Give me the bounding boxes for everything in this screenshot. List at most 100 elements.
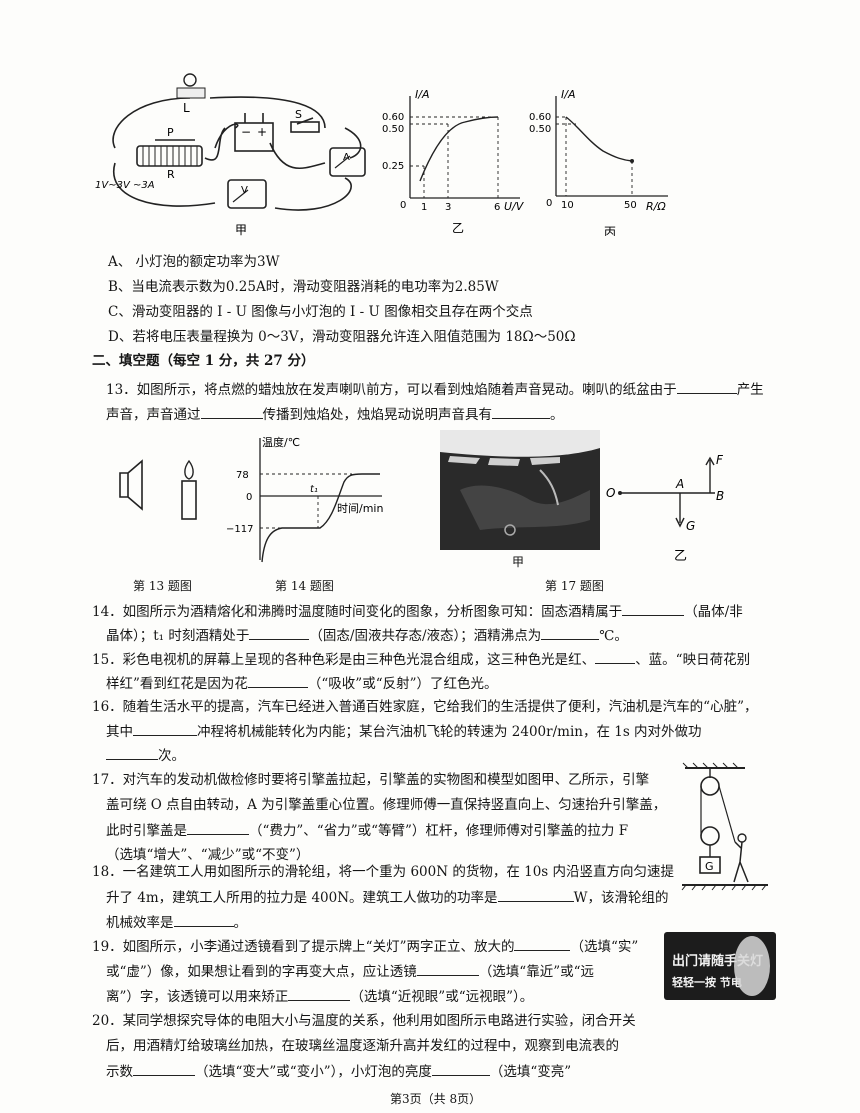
blank[interactable] — [288, 986, 351, 1001]
blank[interactable] — [431, 1061, 490, 1076]
svg-text:−: − — [241, 125, 251, 139]
g14-ylabel: 温度/℃ — [262, 435, 300, 449]
blank[interactable] — [247, 673, 308, 688]
blank[interactable] — [133, 721, 197, 736]
blank[interactable] — [173, 912, 234, 927]
option-b: B、当电流表示数为0.25A时，滑动变阻器消耗的电功率为2.85W — [108, 279, 499, 295]
q16-line3: 次。 — [106, 745, 185, 766]
graph-14: 温度/℃ 时间/min 78 0 −117 t₁ — [226, 435, 383, 563]
blank[interactable] — [106, 745, 158, 760]
blank[interactable] — [622, 601, 685, 616]
lever-A: A — [675, 477, 684, 491]
q20-line3: 示数（选填“变大”或“变小”），小灯泡的亮度（选填“变亮” — [106, 1061, 571, 1082]
g14-ytick: 0 — [246, 492, 252, 503]
yi-xtick: 1 — [421, 202, 427, 213]
lever-G: G — [686, 519, 695, 533]
yi-ytick: 0.25 — [382, 161, 404, 172]
g14-t1: t₁ — [310, 484, 318, 495]
lever-B: B — [716, 489, 724, 503]
g14-xlabel: 时间/min — [337, 502, 383, 515]
q20-line2: 后，用酒精灯给玻璃丝加热，在玻璃丝温度逐渐升高并发红的过程中，观察到电流表的 — [106, 1038, 619, 1054]
q17-line2: 盖可绕 O 点自由转动，A 为引擎盖重心位置。修理师傅一直保持竖直向上、匀速抬升… — [106, 797, 667, 813]
graph-yi: I/A U/V 0.60 0.50 0.25 0 1 3 6 乙 — [382, 88, 525, 235]
bing-ytick: 0.50 — [529, 124, 551, 135]
svg-text:V: V — [241, 185, 248, 196]
q15-line2: 样红”看到红花是因为花（“吸收”或“反射”）了红色光。 — [106, 673, 498, 694]
option-c: C、滑动变阻器的 I - U 图像与小灯泡的 I - U 图像相交且存在两个交点 — [108, 304, 533, 320]
bing-xtick: 0 — [546, 198, 552, 209]
q14-line2: 晶体）；t₁ 时刻酒精处于（固态/固液共存态/液态）；酒精沸点为℃。 — [106, 625, 628, 646]
blank[interactable] — [595, 649, 636, 664]
caption-q13: 第 13 题图 — [133, 579, 192, 593]
lens-shape — [734, 936, 770, 996]
blank[interactable] — [200, 404, 263, 419]
speaker-candle-figure — [119, 459, 197, 520]
graph-bing: I/A R/Ω 0.60 0.50 0 10 50 丙 — [529, 88, 668, 236]
page-footer: 第3页（共 8页） — [390, 1092, 482, 1106]
sign-line2: 轻轻一按 节电 — [672, 976, 742, 989]
engine-hood-photo — [440, 430, 600, 550]
q18-line1: 18．一名建筑工人用如图所示的滑轮组，将一个重为 600N 的货物，在 10s … — [92, 864, 675, 880]
g14-ytick: −117 — [226, 524, 253, 535]
q20-line1: 20．某同学想探究导体的电阻大小与温度的关系，他利用如图所示电路进行实验，闭合开… — [92, 1013, 636, 1029]
svg-text:A: A — [343, 152, 350, 163]
caption-photo: 甲 — [512, 555, 525, 569]
q18-line3: 机械效率是。 — [106, 912, 247, 933]
lever-O: O — [606, 486, 615, 500]
blank[interactable] — [676, 379, 737, 394]
label-S: S — [295, 108, 302, 121]
circuit-figure: − + A V L P R S 1V~3V ~3A 甲 — [95, 73, 366, 237]
sign-figure: 出门请随手关灯 轻轻一按 节电 — [664, 932, 776, 1000]
bing-ytick: 0.60 — [529, 112, 551, 123]
q17-line1: 17．对汽车的发动机做检修时要将引擎盖拉起，引擎盖的实物图和模型如图甲、乙所示，… — [92, 772, 650, 788]
pulley-G: G — [705, 860, 714, 873]
q13-line1: 13．如图所示，将点燃的蜡烛放在发声喇叭前方，可以看到烛焰随着声音晃动。喇叭的纸… — [106, 379, 764, 400]
bing-ylabel: I/A — [561, 88, 575, 101]
lever-model: O A B F G 乙 — [606, 453, 724, 564]
caption-yi: 乙 — [452, 221, 464, 235]
yi-xtick: 3 — [445, 202, 451, 213]
bing-xlabel: R/Ω — [646, 200, 666, 213]
q19-line3: 离”）字，该透镜可以用来矫正（选填“近视眼”或“远视眼”）。 — [106, 986, 533, 1007]
blank[interactable] — [514, 936, 571, 951]
yi-xtick: 6 — [494, 202, 500, 213]
bing-xtick: 10 — [561, 200, 574, 211]
caption-bing: 丙 — [604, 225, 616, 236]
blank[interactable] — [492, 404, 550, 419]
yi-ylabel: I/A — [415, 88, 429, 101]
bing-xtick: 50 — [624, 200, 637, 211]
q19-line2: 或“虚”）像，如果想让看到的字再变大点，应让透镜（选填“靠近”或“远 — [106, 961, 594, 982]
handwritten-note: 1V~3V ~3A — [95, 180, 155, 191]
section-heading: 二、填空题（每空 1 分，共 27 分） — [92, 353, 315, 369]
caption-q17: 第 17 题图 — [545, 579, 604, 593]
label-L: L — [183, 101, 190, 115]
option-a: A、 小灯泡的额定功率为3W — [108, 254, 280, 270]
q16-line1: 16．随着生活水平的提高，汽车已经进入普通百姓家庭，它给我们的生活提供了便利，汽… — [92, 699, 758, 715]
yi-ytick: 0.60 — [382, 112, 404, 123]
pulley-figure: G — [681, 762, 768, 891]
caption-jia: 甲 — [235, 223, 247, 237]
yi-xtick: 0 — [400, 200, 406, 211]
q15-line1: 15．彩色电视机的屏幕上呈现的各种色彩是由三种色光混合组成，这三种色光是红、、蓝… — [92, 649, 750, 670]
caption-q14: 第 14 题图 — [275, 579, 334, 593]
yi-xlabel: U/V — [504, 200, 525, 213]
lever-F: F — [716, 453, 724, 467]
blank[interactable] — [187, 820, 249, 835]
blank[interactable] — [416, 961, 479, 976]
yi-ytick: 0.50 — [382, 124, 404, 135]
q19-line1: 19．如图所示，小李通过透镜看到了提示牌上“关灯”两字正立、放大的（选填“实” — [92, 936, 638, 957]
blank[interactable] — [497, 887, 574, 902]
label-R: R — [167, 168, 175, 181]
blank[interactable] — [541, 625, 600, 640]
svg-text:+: + — [257, 125, 267, 139]
q14-line1: 14．如图所示为酒精熔化和沸腾时温度随时间变化的图象，分析图象可知：固态酒精属于… — [92, 601, 743, 622]
caption-yi-17: 乙 — [674, 549, 687, 564]
blank[interactable] — [249, 625, 310, 640]
q13-line2: 声音，声音通过传播到烛焰处，烛焰晃动说明声音具有。 — [106, 404, 564, 425]
q16-line2: 其中冲程将机械能转化为内能；某台汽油机飞轮的转速为 2400r/min，在 1s… — [106, 721, 702, 742]
blank[interactable] — [133, 1061, 195, 1076]
q17-line4: （选填“增大”、“减少”或“不变”） — [106, 847, 310, 863]
option-d: D、若将电压表量程换为 0～3V，滑动变阻器允许连入阻值范围为 18Ω～50Ω — [108, 329, 576, 345]
g14-ytick: 78 — [236, 470, 249, 481]
